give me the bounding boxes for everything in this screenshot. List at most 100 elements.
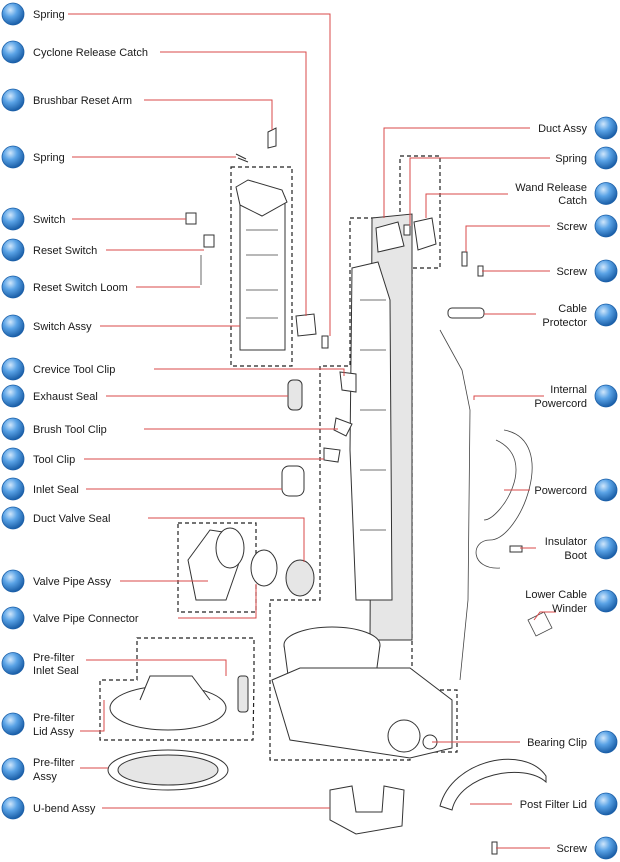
- wheel: [387, 719, 421, 753]
- spring-left-label: Spring: [33, 152, 65, 164]
- inlet-seal-label: Inlet Seal: [33, 484, 79, 496]
- lower-cable-winder-line2-label: Winder: [552, 603, 587, 615]
- crevice-tool-clip-label: Crevice Tool Clip: [33, 364, 115, 376]
- brush-tool-clip-label: Brush Tool Clip: [33, 424, 107, 436]
- valve-pipe-connector-bubble-icon: [1, 606, 25, 630]
- spring-left-part: [235, 153, 249, 163]
- valve-pipe-connector-leader-line: [178, 584, 257, 619]
- pre-filter-lid-group-outline: [99, 637, 255, 741]
- exhaust-seal-part: [287, 379, 303, 411]
- internal-powercord-bubble-icon: [594, 384, 618, 408]
- reset-switch-bubble-icon: [1, 238, 25, 262]
- reset-switch-part: [203, 234, 215, 248]
- insulator-boot-part: [509, 545, 523, 553]
- valve-pipe-connector-label: Valve Pipe Connector: [33, 613, 139, 625]
- pre-filter-inlet-seal-label: Pre-filter: [33, 652, 75, 664]
- crevice-clip-part: [339, 371, 357, 393]
- inlet-seal-part: [281, 465, 305, 497]
- lower-cable-winder-label: Lower Cable: [525, 589, 587, 601]
- leader-lines: [68, 13, 556, 849]
- pre-filter-lid-assy-leader-line: [80, 700, 105, 732]
- pre-filter-lid-assy-bubble-icon: [1, 712, 25, 736]
- bearing-clip-label: Bearing Clip: [527, 737, 587, 749]
- valve-pipe-connector-part: [250, 549, 278, 587]
- switch-bubble-icon: [1, 207, 25, 231]
- pre-filter-inlet-seal-part: [237, 675, 249, 713]
- u-bend-assy-label: U-bend Assy: [33, 803, 96, 815]
- screw-1-part: [461, 251, 468, 267]
- parts-illustration: [99, 127, 553, 855]
- wand-release-catch-label: Wand Release: [515, 182, 587, 194]
- duct-assy-leader-line: [383, 127, 530, 218]
- post-filter-lid-bubble-icon: [594, 792, 618, 816]
- wand-release-catch-bubble-icon: [594, 182, 618, 205]
- post-filter-lid-part: [439, 758, 547, 811]
- spring-right-label: Spring: [555, 153, 587, 165]
- cyclone-catch-part: [295, 313, 317, 337]
- duct-assy-label: Duct Assy: [538, 123, 587, 135]
- lower-cable-winder-part: [527, 611, 553, 637]
- reset-switch-label: Reset Switch: [33, 245, 97, 257]
- internal-powercord-leader-line: [473, 395, 544, 400]
- tool-clip-bubble-icon: [1, 447, 25, 471]
- lower-cable-winder-leader-line: [533, 611, 556, 621]
- lower-cable-winder-bubble-icon: [594, 589, 618, 613]
- brushbar-reset-arm-bubble-icon: [1, 88, 25, 112]
- valve-pipe-assy-label: Valve Pipe Assy: [33, 576, 112, 588]
- pre-filter-assy-bubble-icon: [1, 757, 25, 781]
- pre-filter-inlet-seal-bubble-icon: [1, 652, 25, 675]
- pre-filter-lid-handle: [139, 675, 211, 701]
- screw-1-leader-line: [465, 225, 550, 252]
- pre-filter-lid-assy-line2-label: Lid Assy: [33, 726, 74, 738]
- spring-top-label: Spring: [33, 9, 65, 21]
- exhaust-seal-bubble-icon: [1, 384, 25, 408]
- cable-protector-part: [447, 307, 485, 319]
- spring-right-bubble-icon: [594, 146, 618, 170]
- screw-2-bubble-icon: [594, 259, 618, 283]
- duct-top-cap: [375, 221, 405, 253]
- reset-switch-loom-label: Reset Switch Loom: [33, 282, 128, 294]
- pre-filter-inlet-seal-line2-label: Inlet Seal: [33, 665, 79, 677]
- wand-release-catch-leader-line: [425, 193, 508, 218]
- powercord-label: Powercord: [534, 485, 587, 497]
- screw-2-label: Screw: [556, 266, 587, 278]
- cyclone-release-catch-bubble-icon: [1, 40, 25, 64]
- cable-protector-line2-label: Protector: [542, 317, 587, 329]
- screw-3-bubble-icon: [594, 836, 618, 860]
- exhaust-seal-label: Exhaust Seal: [33, 391, 98, 403]
- switch-housing: [239, 196, 286, 351]
- cable-protector-label: Cable: [558, 303, 587, 315]
- post-filter-lid-label: Post Filter Lid: [520, 799, 587, 811]
- duct-valve-plate: [215, 527, 245, 569]
- internal-powercord-line2-label: Powercord: [534, 398, 587, 410]
- brushbar-reset-arm-part: [267, 127, 277, 149]
- switch-assy-bubble-icon: [1, 314, 25, 338]
- screw-3-label: Screw: [556, 843, 587, 855]
- duct-valve-seal-leader-line: [148, 517, 305, 562]
- duct-assy-group-outline: [269, 155, 458, 761]
- powercord-bubble-icon: [594, 478, 618, 502]
- pre-filter-inlet-seal-leader-line: [86, 659, 227, 676]
- brushbar-reset-arm-leader-line: [144, 99, 273, 130]
- pre-filter-lid-assy-label: Pre-filter: [33, 712, 75, 724]
- duct-assy-bubble-icon: [594, 116, 618, 140]
- valve-pipe-assy-bubble-icon: [1, 569, 25, 593]
- tool-clip-part: [323, 447, 341, 463]
- duct-valve-seal-part: [285, 559, 315, 597]
- screw-1-label: Screw: [556, 221, 587, 233]
- spring-left-bubble-icon: [1, 145, 25, 169]
- cyclone-release-catch-label: Cyclone Release Catch: [33, 47, 148, 59]
- pre-filter-assy-line2-label: Assy: [33, 771, 57, 783]
- duct-valve-seal-label: Duct Valve Seal: [33, 513, 110, 525]
- wand-release-catch-line2-label: Catch: [558, 195, 587, 207]
- bearing-clip-bubble-icon: [594, 730, 618, 754]
- insulator-boot-line2-label: Boot: [564, 550, 587, 562]
- brush-clip-part: [333, 417, 353, 437]
- spring-right-leader-line: [409, 157, 550, 226]
- pre-filter-assy-label: Pre-filter: [33, 757, 75, 769]
- switch-part: [185, 212, 197, 225]
- cyclone-release-catch-leader-line: [160, 51, 307, 316]
- duct-inner: [349, 261, 393, 601]
- powercord-part: [475, 429, 533, 569]
